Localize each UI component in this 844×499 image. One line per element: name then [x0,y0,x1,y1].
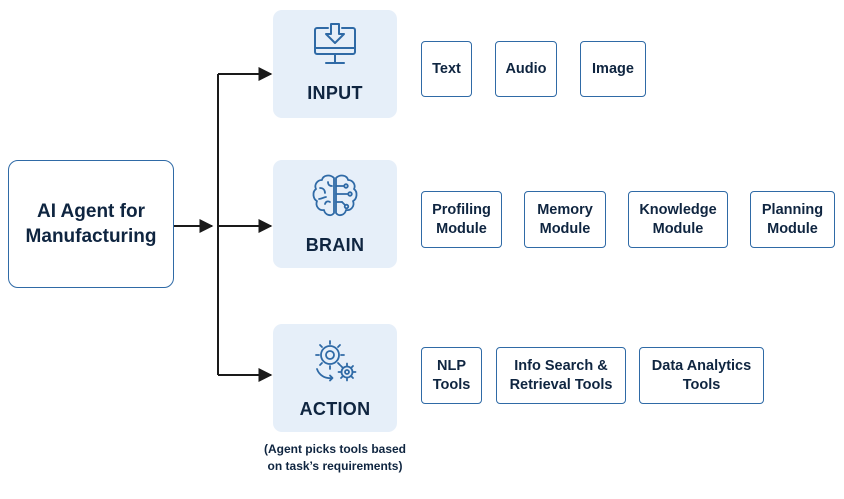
input-item-text: Text [421,41,472,97]
brain-item-memory-module: Memory Module [524,191,606,248]
action-item-info-search-retrieval-tools: Info Search & Retrieval Tools [496,347,626,404]
root-node: AI Agent for Manufacturing [8,160,174,288]
brain-circuit-icon [310,172,360,225]
input-item-audio: Audio [495,41,557,97]
monitor-download-icon [311,22,359,73]
brain-item-knowledge-module: Knowledge Module [628,191,728,248]
category-action: ACTION [273,324,397,432]
category-input-label: INPUT [307,83,363,103]
action-item-nlp-tools: NLP Tools [421,347,482,404]
brain-item-profiling-module: Profiling Module [421,191,502,248]
input-item-image: Image [580,41,646,97]
category-brain: BRAIN [273,160,397,268]
root-label: AI Agent for Manufacturing [25,201,157,247]
category-brain-label: BRAIN [305,235,365,255]
brain-item-planning-module: Planning Module [750,191,835,248]
action-note: (Agent picks tools based on task’s requi… [263,442,407,473]
gears-icon [310,336,360,389]
category-action-label: ACTION [299,399,371,419]
action-item-data-analytics-tools: Data Analytics Tools [639,347,764,404]
category-input: INPUT [273,10,397,118]
